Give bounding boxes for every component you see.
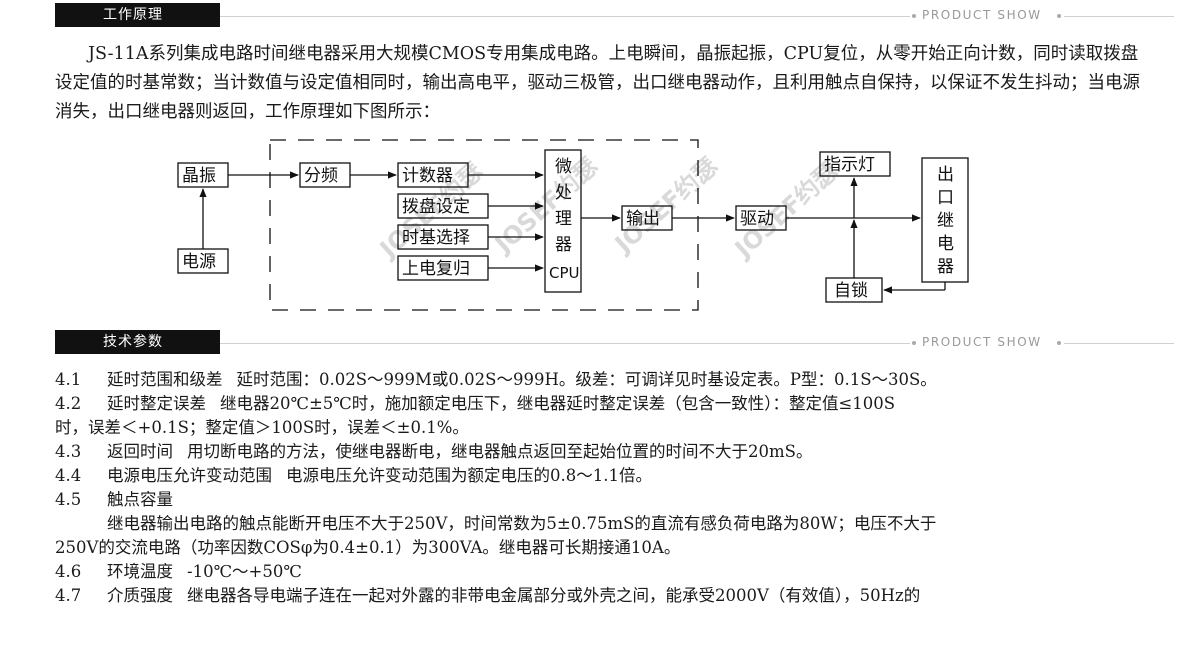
output-relay-char: 口 [937,188,954,208]
spec-text: 250V的交流电路（功率因数COSφ为0.4±0.1）为300VA。继电器可长期… [55,538,681,557]
dot-icon [912,14,916,18]
spec-row: 继电器输出电路的触点能断开电压不大于250V，时间常数为5±0.75mS的直流有… [55,512,1165,536]
spec-row: 4.2 延时整定误差继电器20℃±5℃时，施加额定电压下，继电器延时整定误差（包含… [55,392,1165,416]
spec-row: 4.3 返回时间用切断电路的方法，使继电器断电，继电器触点返回至起始位置的时间不大… [55,440,1165,464]
cpu-box [544,149,582,293]
working-principle-diagram: JOSEF约瑟 JOSEF约瑟 JOSEF约瑟 JOSEF约瑟 [177,139,969,311]
spec-number: 4.3 [55,442,82,461]
product-show-label: PRODUCT SHOW [922,335,1042,349]
spec-text: 继电器输出电路的触点能断开电压不大于250V，时间常数为5±0.75mS的直流有… [107,514,937,533]
spec-number: 4.4 [55,466,82,485]
spec-list: 4.1 延时范围和级差延时范围：0.02S～999M或0.02S～999H。级差：… [55,368,1165,608]
spec-title: 介质强度 [107,586,173,605]
spec-row: 4.5 触点容量 [55,488,1165,512]
section-title: 技术参数 [55,330,220,354]
product-show-label: PRODUCT SHOW [922,8,1042,22]
dot-icon [1057,14,1061,18]
spec-number: 4.6 [55,562,82,581]
counter-label: 计数器 [402,166,453,186]
output-relay-char: 出 [937,165,954,185]
ic-boundary [269,139,699,311]
section-header-working-principle: 工作原理 PRODUCT SHOW [0,3,1200,27]
drive-label: 驱动 [740,209,774,229]
spec-title: 延时范围和级差 [107,370,223,389]
spec-row: 时，误差＜+0.1S；整定值＞100S时，误差＜±0.1%。 [55,416,1165,440]
crystal-label: 晶振 [182,166,216,186]
spec-row: 4.7 介质强度继电器各导电端子连在一起对外露的非带电金属部分或外壳之间，能承受2… [55,584,1165,608]
connections [199,171,946,294]
divider [220,16,910,17]
dot-icon [912,341,916,345]
cpu-label-char: 理 [555,209,572,229]
self-lock-label: 自锁 [834,281,868,301]
spec-text: 延时范围：0.02S～999M或0.02S～999H。级差：可调详见时基设定表。… [236,370,937,389]
intro-paragraph: JS-11A系列集成电路时间继电器采用大规模CMOS专用集成电路。上电瞬间，晶振… [55,44,1140,122]
spec-row: 4.6 环境温度 -10℃～+50℃ [55,560,1165,584]
dial-setting-label: 拨盘设定 [402,197,470,217]
dot-icon [1057,341,1061,345]
spec-text: 继电器各导电端子连在一起对外露的非带电金属部分或外壳之间，能承受2000V（有效… [187,586,921,605]
spec-text: 电源电压允许变动范围为额定电压的0.8～1.1倍。 [286,466,652,485]
cpu-label-char: 器 [555,235,572,255]
output-label: 输出 [626,209,660,229]
divider [1064,16,1174,17]
indicator-label: 指示灯 [824,155,875,175]
output-relay-char: 电 [937,234,954,254]
spec-title: 环境温度 [107,562,173,581]
output-relay-char: 器 [937,257,954,277]
power-label: 电源 [182,252,216,272]
cpu-label-char: 微 [555,157,572,177]
spec-number: 4.2 [55,394,82,413]
output-relay-char: 继 [937,211,954,231]
spec-row: 250V的交流电路（功率因数COSφ为0.4±0.1）为300VA。继电器可长期… [55,536,1165,560]
spec-text: 用切断电路的方法，使继电器断电，继电器触点返回至起始位置的时间不大于20mS。 [187,442,813,461]
divider-label: 分频 [304,166,338,186]
spec-row: 4.4 电源电压允许变动范围电源电压允许变动范围为额定电压的0.8～1.1倍。 [55,464,1165,488]
spec-number: 4.7 [55,586,82,605]
spec-text: 时，误差＜+0.1S；整定值＞100S时，误差＜±0.1%。 [55,418,469,437]
section-title: 工作原理 [55,3,220,27]
spec-text: 继电器20℃±5℃时，施加额定电压下，继电器延时整定误差（包含一致性）：整定值≤… [220,394,896,413]
spec-title: 触点容量 [107,490,173,509]
cpu-label-char: 处 [555,183,572,203]
section-header-tech-params: 技术参数 PRODUCT SHOW [0,330,1200,354]
power-reset-label: 上电复归 [402,259,470,279]
divider [220,343,910,344]
spec-number: 4.1 [55,370,82,389]
spec-title: 返回时间 [107,442,173,461]
timebase-select-label: 时基选择 [402,228,470,248]
spec-title: 延时整定误差 [107,394,206,413]
spec-title: 电源电压允许变动范围 [107,466,272,485]
spec-text: -10℃～+50℃ [187,562,302,581]
divider [1064,343,1174,344]
cpu-label: CPU [549,264,580,282]
spec-number: 4.5 [55,490,82,509]
indicator-box [819,151,891,177]
spec-row: 4.1 延时范围和级差延时范围：0.02S～999M或0.02S～999H。级差：… [55,368,1165,392]
